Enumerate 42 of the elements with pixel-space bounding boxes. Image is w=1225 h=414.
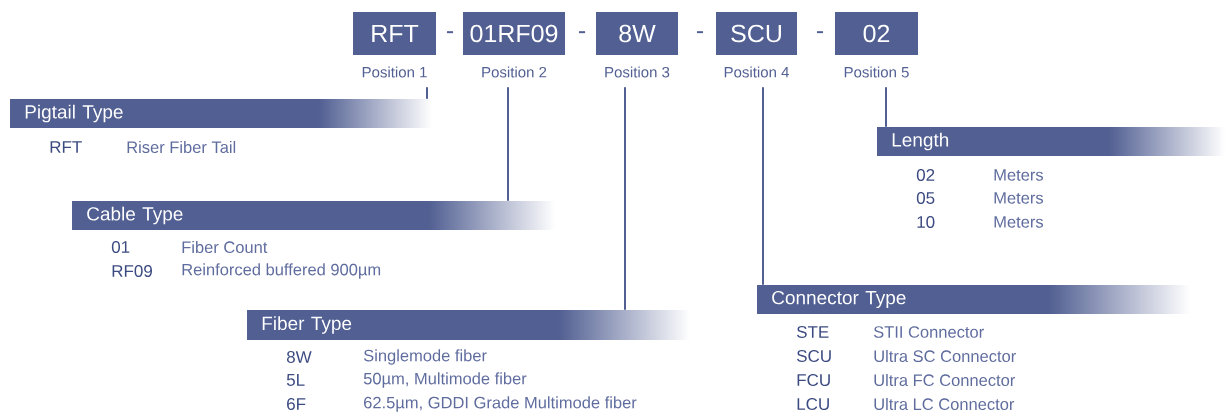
separator-dash: - [816,31,824,34]
position-label: Position 4 [724,66,789,78]
connector-line [507,86,509,202]
heading-band: Fiber Type [247,310,690,340]
code-box: 8W [596,12,678,55]
separator-dash: - [578,31,586,34]
option-code: LCU [797,397,829,410]
option-code: SCU [797,349,831,362]
position-label: Position 5 [844,66,909,78]
heading-band: Connector Type [757,285,1190,314]
option-code: 5L [286,374,305,386]
code-box: 01RF09 [463,12,565,55]
option-description: Meters [994,192,1044,204]
connector-line [624,86,626,311]
option-description: Reinforced buffered 900µm [182,263,381,279]
option-code: 10 [917,215,935,228]
option-code: 6F [287,397,306,410]
connector-line [885,86,887,128]
option-description: 50µm, Multimode fiber [363,372,527,388]
option-description: Meters [994,216,1044,228]
separator-dash: - [446,31,454,34]
option-code: RFT [50,141,82,153]
position-label: Position 2 [482,66,547,78]
code-box: SCU [716,12,797,55]
code-box: 02 [835,12,918,55]
position-label: Position 1 [362,66,427,78]
option-code: FCU [797,373,830,386]
option-description: 62.5µm, GDDI Grade Multimode fiber [364,396,637,412]
option-description: Ultra LC Connector [874,397,1015,411]
connector-line [762,86,764,286]
code-box: RFT [353,12,436,55]
heading-band: Length [877,127,1225,156]
option-description: Riser Fiber Tail [127,140,236,154]
heading-band: Cable Type [72,201,555,230]
option-code: 05 [916,191,935,204]
position-label: Position 3 [605,66,670,78]
heading-band: Pigtail Type [10,99,432,128]
option-code: RF09 [112,264,152,277]
option-description: Ultra FC Connector [874,373,1016,387]
option-description: Ultra SC Connector [874,349,1016,363]
connector-line [426,86,428,100]
separator-dash: - [696,31,704,34]
